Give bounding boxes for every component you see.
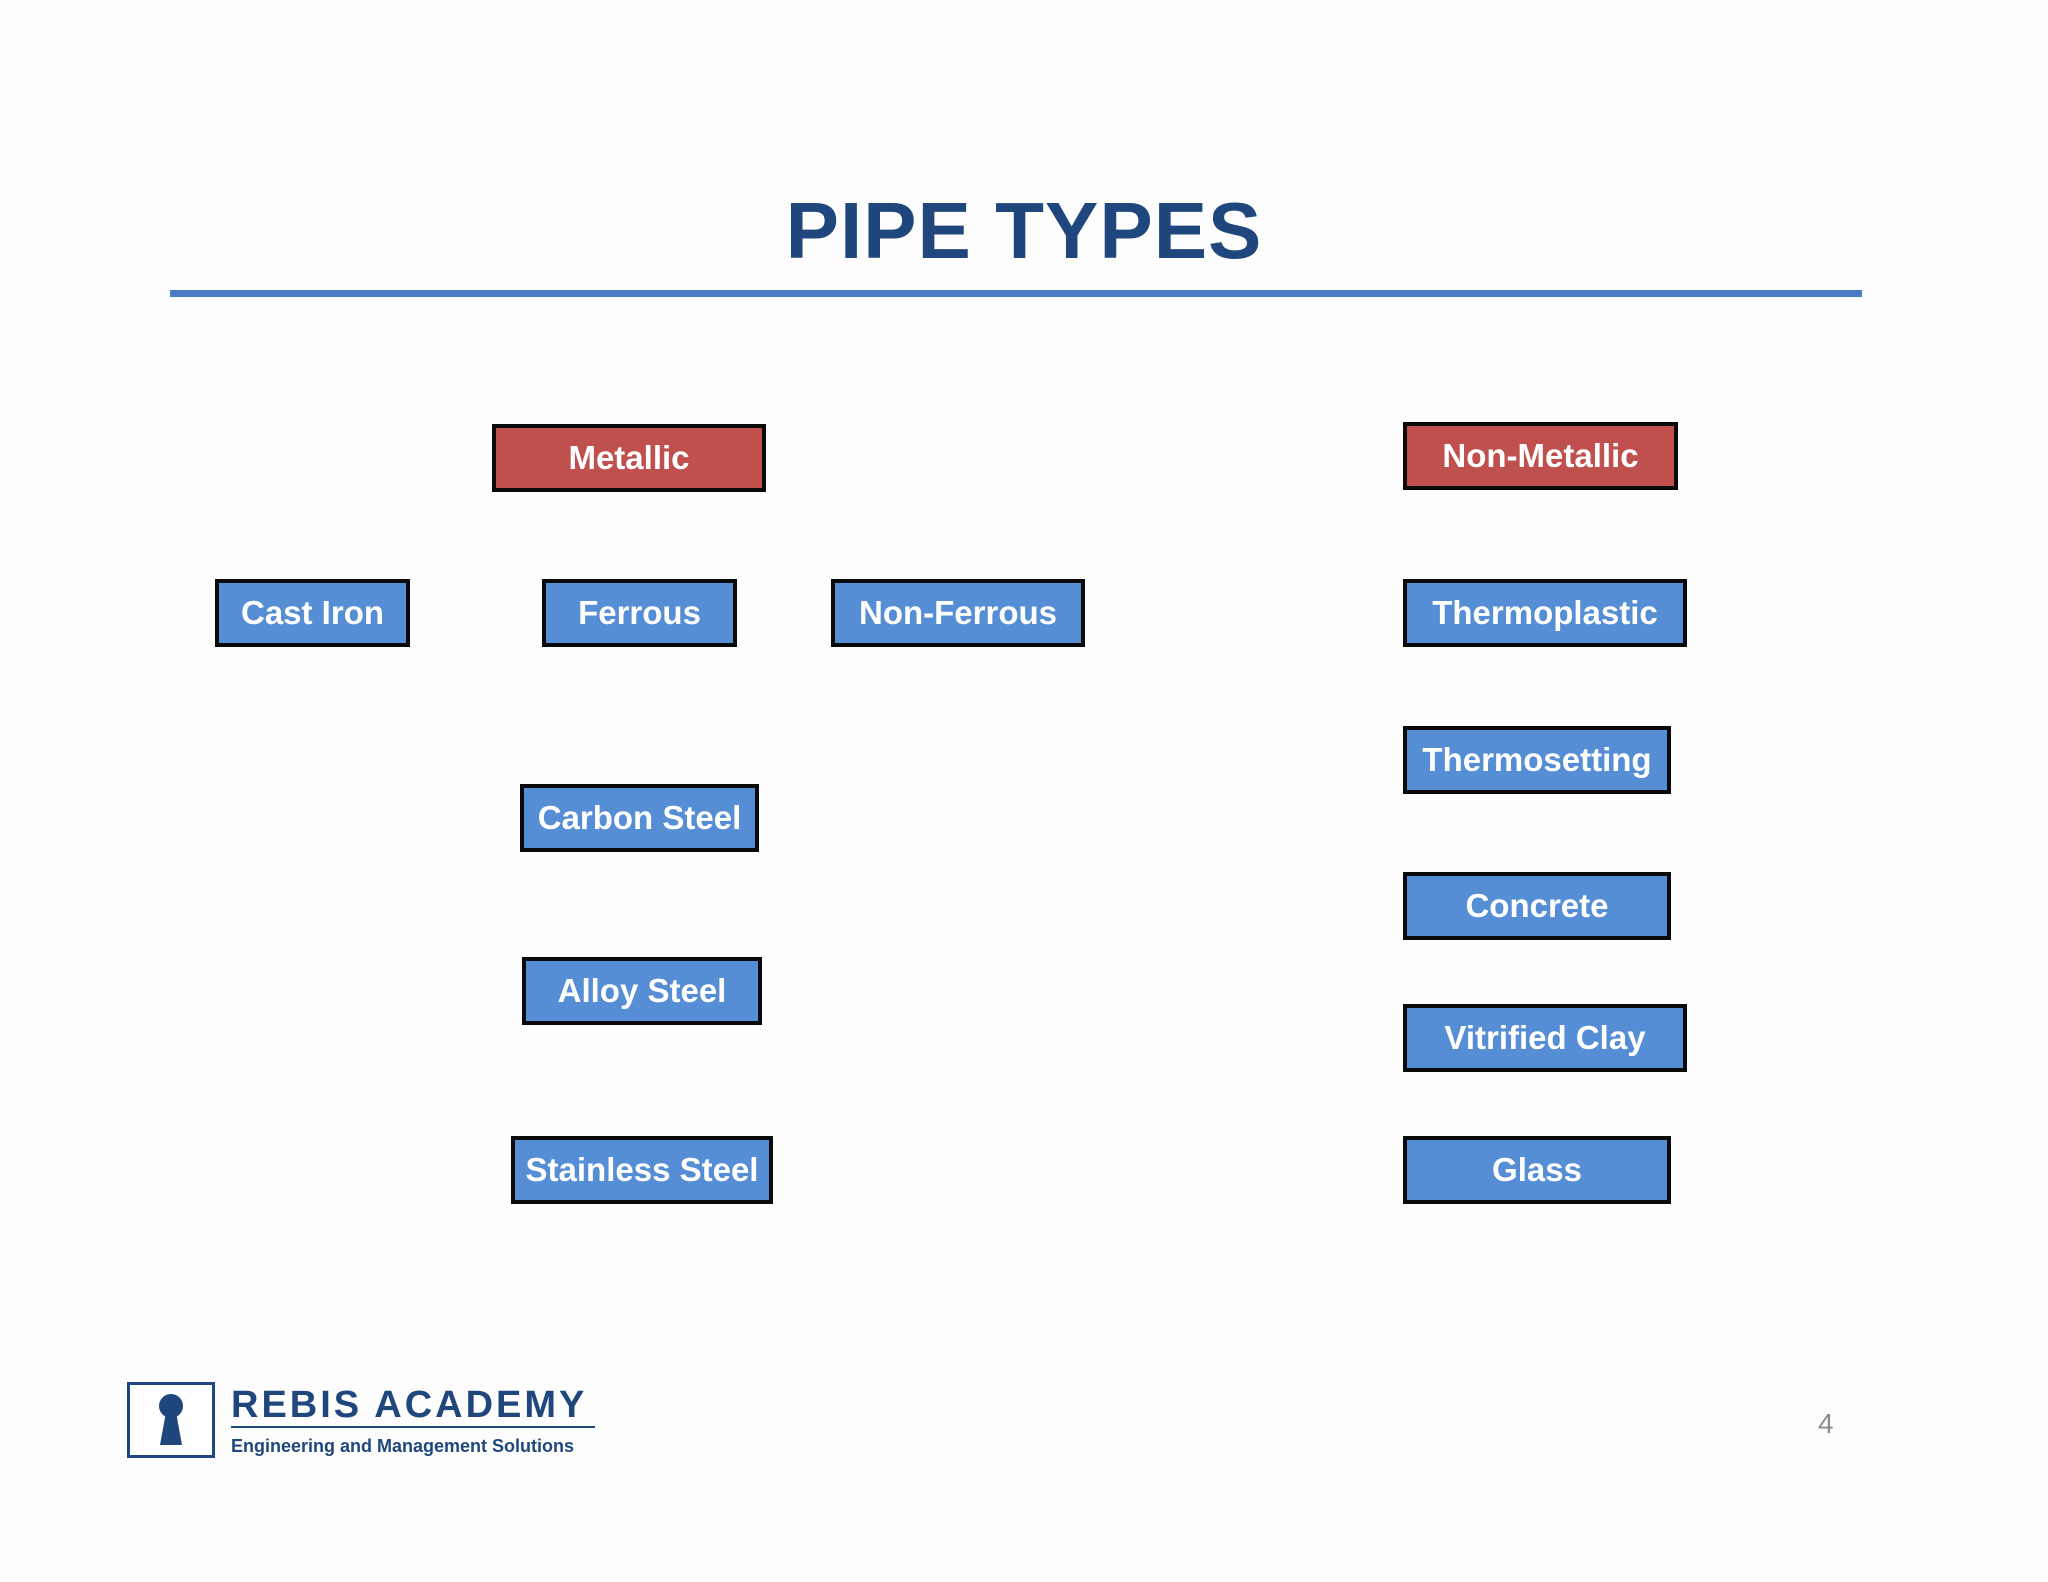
category-metallic: Metallic <box>492 424 766 492</box>
page-number: 4 <box>1818 1408 1834 1439</box>
logo-name: REBIS ACADEMY <box>231 1384 588 1426</box>
logo-mark <box>127 1382 215 1458</box>
item-alloy-steel: Alloy Steel <box>522 957 762 1025</box>
logo-tagline: Engineering and Management Solutions <box>231 1436 575 1456</box>
item-vitrified-clay: Vitrified Clay <box>1403 1004 1687 1072</box>
keyhole-icon <box>159 1394 183 1445</box>
item-carbon-steel: Carbon Steel <box>520 784 759 852</box>
category-non-metallic: Non-Metallic <box>1403 422 1678 490</box>
item-cast-iron: Cast Iron <box>215 579 410 647</box>
item-glass: Glass <box>1403 1136 1671 1204</box>
slide-title: PIPE TYPES <box>785 186 1263 275</box>
item-thermosetting: Thermosetting <box>1403 726 1671 794</box>
logo-divider <box>231 1426 595 1428</box>
item-concrete: Concrete <box>1403 872 1671 940</box>
title-underline <box>170 290 1862 297</box>
item-non-ferrous: Non-Ferrous <box>831 579 1085 647</box>
item-thermoplastic: Thermoplastic <box>1403 579 1687 647</box>
item-ferrous: Ferrous <box>542 579 737 647</box>
item-stainless-steel: Stainless Steel <box>511 1136 773 1204</box>
